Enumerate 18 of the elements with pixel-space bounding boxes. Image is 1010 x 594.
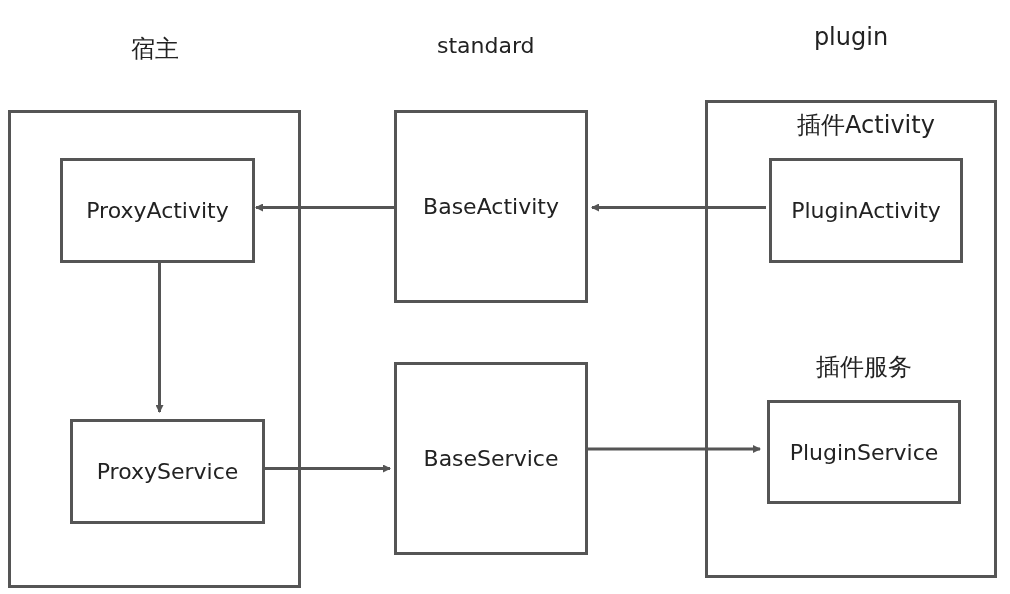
- group-heading: plugin: [812, 23, 890, 51]
- component-name: PluginService: [789, 439, 939, 465]
- arrow: [591, 203, 766, 212]
- arrow: [255, 203, 394, 212]
- component-box: [60, 158, 255, 263]
- group-heading: 宿主: [129, 34, 180, 65]
- component-name: ProxyService: [96, 459, 239, 484]
- component-box: [70, 419, 265, 524]
- caption-text: 插件服务: [815, 352, 913, 383]
- component-box: [394, 110, 588, 303]
- component-name: PluginActivity: [791, 198, 941, 223]
- component-name: BaseActivity: [423, 194, 559, 219]
- component-name: ProxyActivity: [86, 198, 229, 223]
- caption-text: 插件Activity: [796, 110, 936, 141]
- column-heading: standard: [437, 33, 535, 58]
- component-box: [394, 362, 588, 555]
- component-name: BaseService: [423, 446, 559, 471]
- arrow: [588, 445, 761, 453]
